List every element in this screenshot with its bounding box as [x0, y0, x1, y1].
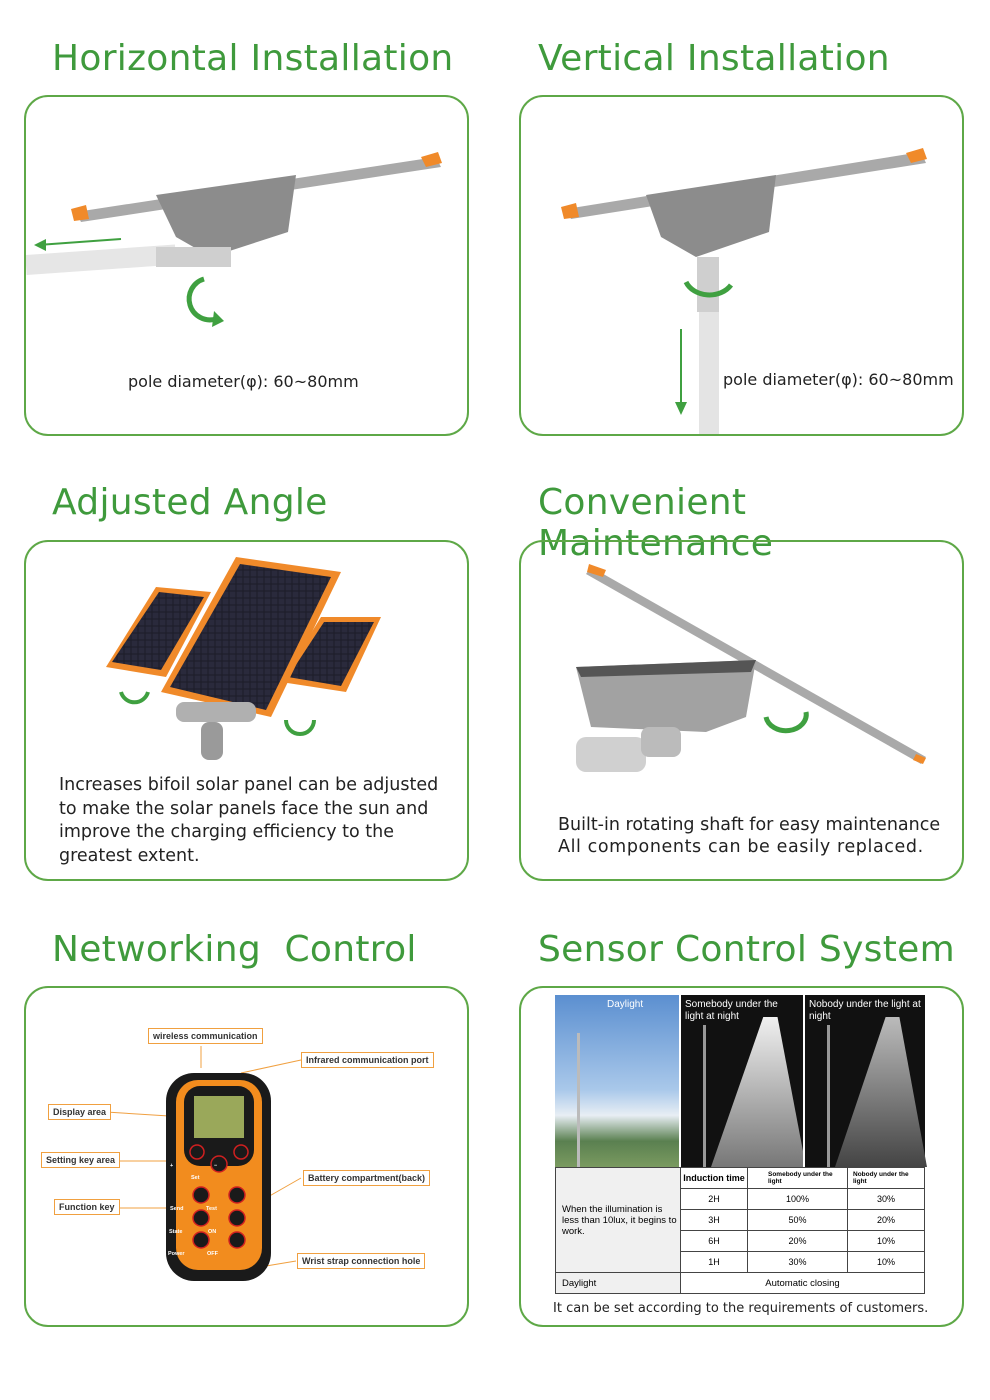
remote-controller-illustration [105, 1046, 302, 1281]
rotate-arrow-icon [284, 719, 316, 736]
plus-button: + [170, 1163, 174, 1169]
minus-button: − [214, 1163, 218, 1169]
footer-label: Daylight [555, 1272, 681, 1294]
text-line: Built-in rotating shaft for easy mainten… [558, 815, 941, 835]
off-button: OFF [207, 1251, 218, 1257]
scene-label: Daylight [607, 999, 644, 1010]
angle-description: Increases bifoil solar panel can be adju… [59, 774, 438, 868]
set-button: Set [191, 1175, 200, 1181]
horizontal-panel: pole diameter(φ): 60~80mm [24, 95, 469, 436]
cell: 30% [747, 1251, 848, 1273]
label-setting-key-area: Setting key area [41, 1152, 121, 1168]
networking-panel: wireless communication Infrared communic… [24, 986, 469, 1327]
cell: 10% [847, 1230, 925, 1252]
cell: 10% [847, 1251, 925, 1273]
text-line: greatest extent. [59, 845, 200, 866]
rotate-arrow-icon [119, 691, 150, 705]
cell: 1H [680, 1251, 748, 1273]
cell: 50% [747, 1209, 848, 1231]
maintenance-illustration [576, 564, 926, 772]
text-line: All components can be easily replaced. [558, 837, 924, 857]
horizontal-lamp-illustration [26, 152, 442, 327]
maintenance-title: Convenient Maintenance [538, 482, 774, 564]
solar-panel-illustration [106, 557, 381, 760]
label-display-area: Display area [48, 1104, 112, 1120]
table-row: Daylight Automatic closing [555, 1272, 925, 1294]
footer-value: Automatic closing [680, 1272, 925, 1294]
pole-diameter-note: pole diameter(φ): 60~80mm [128, 372, 359, 391]
label-battery-compartment: Battery compartment(back) [303, 1170, 431, 1186]
sensor-scenes: Daylight Somebody under the light at nig… [555, 995, 927, 1167]
vertical-title: Vertical Installation [538, 38, 890, 79]
networking-title: Networking Control [52, 929, 417, 970]
scene-nobody: Nobody under the light at night [803, 995, 927, 1167]
cell: 100% [747, 1188, 848, 1210]
cell: 20% [747, 1230, 848, 1252]
condition-cell: When the illumination is less than 10lux… [555, 1167, 681, 1273]
rotate-arrow-icon [186, 276, 217, 323]
cell: 2H [680, 1188, 748, 1210]
header-induction-time: Induction time [680, 1167, 748, 1189]
sensor-table: When the illumination is less than 10lux… [555, 1167, 925, 1294]
label-infrared-port: Infrared communication port [301, 1052, 434, 1068]
angle-title: Adjusted Angle [52, 482, 328, 523]
header-nobody: Nobody under the light [847, 1167, 925, 1189]
maintenance-description: Built-in rotating shaft for easy mainten… [558, 814, 940, 858]
rotate-arrow-icon [683, 280, 734, 298]
scene-daylight: Daylight [555, 995, 679, 1167]
angle-panel: Increases bifoil solar panel can be adju… [24, 540, 469, 881]
label-wrist-strap-hole: Wrist strap connection hole [297, 1253, 426, 1269]
sensor-title: Sensor Control System [538, 929, 955, 970]
sensor-panel: Daylight Somebody under the light at nig… [519, 986, 964, 1327]
text-line: improve the charging efficiency to the [59, 822, 394, 842]
cell: 30% [847, 1188, 925, 1210]
text-line: Increases bifoil solar panel can be adju… [59, 775, 439, 795]
label-function-key: Function key [54, 1199, 120, 1215]
cell: 6H [680, 1230, 748, 1252]
pole-diameter-note: pole diameter(φ): 60~80mm [723, 370, 954, 389]
vertical-lamp-illustration [561, 148, 927, 434]
test-button: Test [206, 1206, 217, 1212]
remote-buttons: + − Set Send Test State ON Power OFF [26, 988, 467, 1325]
vertical-panel: pole diameter(φ): 60~80mm [519, 95, 964, 436]
scene-somebody: Somebody under the light at night [679, 995, 806, 1167]
arrow-left-icon [37, 238, 122, 246]
power-button: Power [168, 1251, 185, 1257]
send-button: Send [170, 1206, 184, 1212]
label-wireless-communication: wireless communication [148, 1028, 263, 1044]
sensor-note: It can be set according to the requireme… [553, 1301, 929, 1316]
header-somebody: Somebody under the light [747, 1167, 848, 1189]
scene-label: Nobody under the light at night [809, 999, 921, 1022]
scene-label: Somebody under the light at night [685, 999, 778, 1022]
maintenance-panel: Built-in rotating shaft for easy mainten… [519, 540, 964, 881]
cell: 3H [680, 1209, 748, 1231]
rotate-arrow-icon [763, 711, 809, 734]
on-button: ON [208, 1229, 217, 1235]
horizontal-title: Horizontal Installation [52, 38, 454, 79]
text-line: to make the solar panels face the sun an… [59, 798, 429, 819]
state-button: State [169, 1229, 183, 1235]
cell: 20% [847, 1209, 925, 1231]
